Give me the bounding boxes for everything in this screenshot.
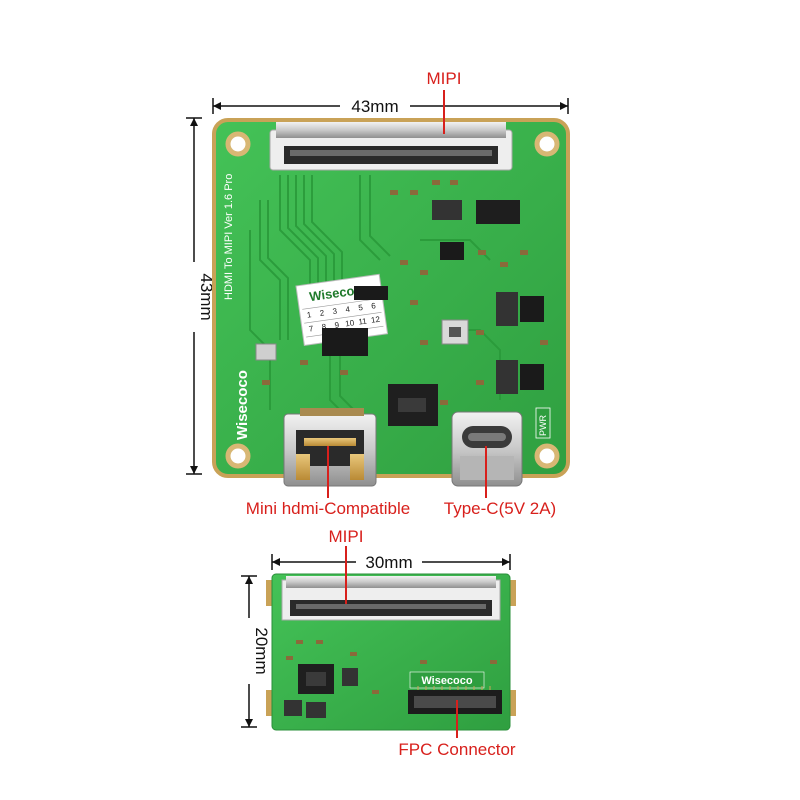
bottom-mipi-callout-label: MIPI [329,527,364,546]
sticker-number: 11 [358,316,368,326]
top-width-label: 43mm [351,97,398,116]
sticker-number: 9 [334,320,340,330]
sticker-number: 3 [332,306,338,316]
type-c-connector [451,411,523,487]
top-height-label: 43mm [197,273,216,320]
bottom-board: 30mm 20mm [239,527,516,759]
sticker-number: 1 [306,310,312,320]
bottom-height-label: 20mm [252,627,271,674]
sticker-number: 10 [345,318,356,328]
sticker-number: 2 [319,308,325,318]
mipi-callout-label: MIPI [427,69,462,88]
sticker-number: 4 [345,305,351,315]
sticker-number: 8 [321,322,327,332]
brand-silkscreen: Wisecoco [234,370,251,440]
sticker-number: 12 [370,315,381,325]
typec-callout-label: Type-C(5V 2A) [444,499,556,518]
bottom-chips [284,664,358,718]
bottom-brand-silkscreen: Wisecoco [421,675,473,687]
mini-hdmi-connector [283,408,377,487]
chips [255,200,544,426]
sticker-number: 6 [371,301,377,311]
bottom-mipi-connector [281,576,501,621]
fpc-connector [408,686,502,714]
bottom-width-label: 30mm [365,553,412,572]
pwr-silkscreen: PWR [538,415,548,436]
hdmi-callout-label: Mini hdmi-Compatible [246,499,410,518]
sticker-number: 5 [358,303,364,313]
top-mipi-connector [269,122,513,171]
mounting-holes [225,131,560,469]
version-silkscreen: HDMI To MIPI Ver 1.6 Pro [223,174,235,300]
fpc-callout-label: FPC Connector [398,740,515,759]
sticker-number: 7 [308,324,314,334]
top-board: 43mm 43mm [184,69,570,518]
passive-components [262,180,548,405]
